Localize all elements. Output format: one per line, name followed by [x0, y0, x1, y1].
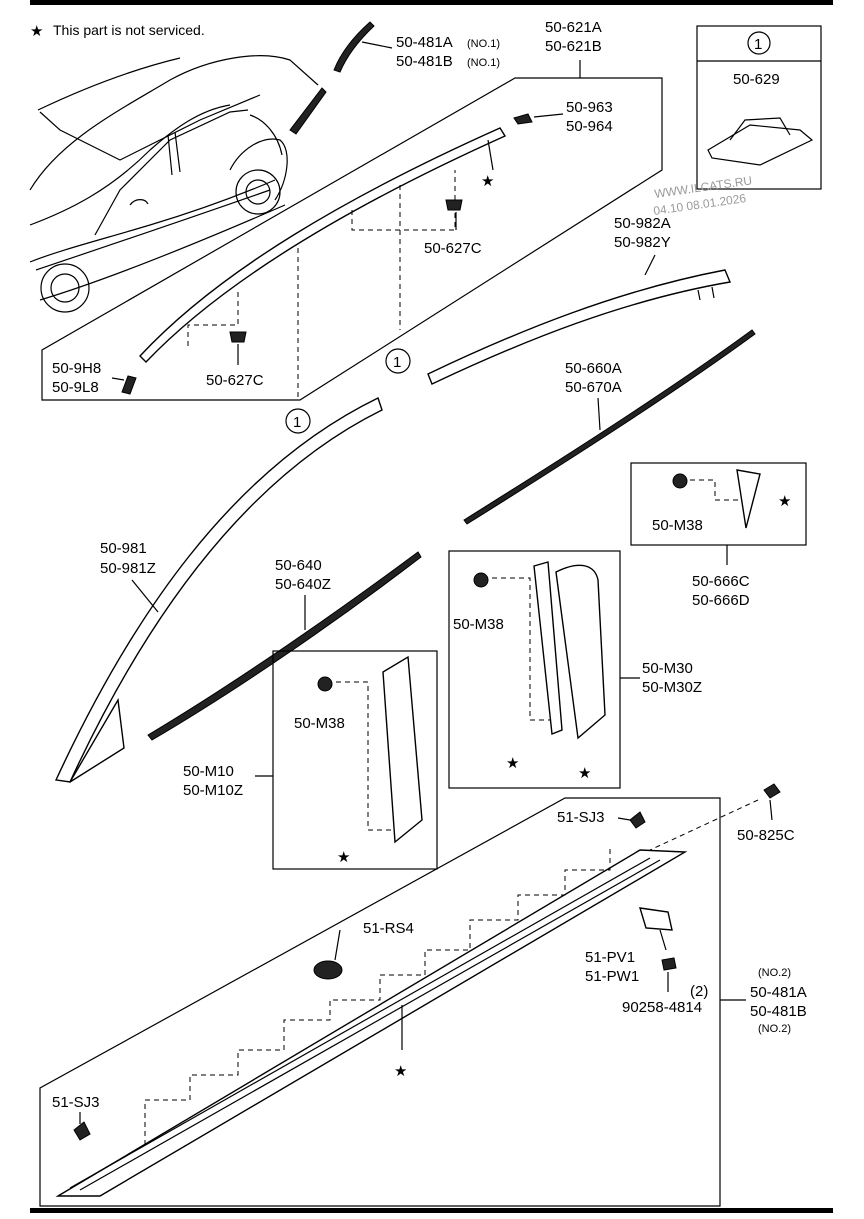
- pillar-strip-m30: [533, 561, 563, 735]
- label-50-621B: 50-621B: [545, 38, 602, 55]
- clip-m38-m10: [317, 676, 333, 692]
- star-666: ★: [778, 493, 791, 510]
- box-m30: [448, 550, 621, 789]
- molding-982: [427, 269, 731, 385]
- label-no1-b: (NO.1): [467, 57, 500, 69]
- grommet-rs4: [313, 960, 343, 980]
- star-m30-b: ★: [578, 765, 591, 782]
- clip-m38-m30: [473, 572, 489, 588]
- roof-molding-621: [139, 127, 507, 364]
- molding-640: [147, 551, 422, 741]
- pillar-garnish-m30: [555, 564, 606, 740]
- clip-m38-666: [672, 473, 688, 489]
- garnish-666: [736, 469, 761, 529]
- label-50-981: 50-981: [100, 540, 147, 557]
- label-50-M10: 50-M10: [183, 763, 234, 780]
- label-qty-2: (2): [690, 983, 708, 1000]
- box-666: [630, 462, 807, 546]
- label-no2-top: (NO.2): [758, 967, 791, 979]
- pillar-garnish-m10: [382, 655, 423, 844]
- legend-clip-drawing: [707, 124, 814, 166]
- label-50-9L8: 50-9L8: [52, 379, 99, 396]
- legend-circle-number: 1: [754, 36, 762, 53]
- clip-sj3-left: [73, 1121, 91, 1141]
- star-m30-a: ★: [506, 755, 519, 772]
- callout-1-b-text: 1: [293, 414, 301, 431]
- rocker-molding: [55, 849, 688, 1197]
- label-50-M30: 50-M30: [642, 660, 693, 677]
- clip-963: [513, 113, 533, 125]
- top-border: [30, 0, 833, 5]
- label-50-481B: 50-481B: [396, 53, 453, 70]
- label-no1-a: (NO.1): [467, 38, 500, 50]
- label-50-825C: 50-825C: [737, 827, 795, 844]
- star-rocker: ★: [394, 1063, 407, 1080]
- pillar-molding-981: [54, 397, 383, 783]
- label-50-627C-lower: 50-627C: [206, 372, 264, 389]
- label-51-PV1: 51-PV1: [585, 949, 635, 966]
- note-text: This part is not serviced.: [53, 22, 205, 38]
- legend-circle: [747, 31, 771, 55]
- legend-part-50-629: 50-629: [733, 71, 780, 88]
- label-no2-bottom: (NO.2): [758, 1023, 791, 1035]
- pillar-triangle: [69, 697, 125, 783]
- star-621: ★: [481, 173, 494, 190]
- label-50-621A: 50-621A: [545, 19, 602, 36]
- label-50-981Z: 50-981Z: [100, 560, 156, 577]
- callout-1-b: [285, 408, 311, 434]
- callout-1-a-text: 1: [393, 354, 401, 371]
- leader-481: [361, 41, 393, 49]
- star-m10: ★: [337, 849, 350, 866]
- frame-rocker: [39, 797, 721, 1207]
- bracket-pv1: [639, 907, 673, 931]
- label-50-M38-m30: 50-M38: [453, 616, 504, 633]
- label-50-666D: 50-666D: [692, 592, 750, 609]
- frame-621: [41, 77, 663, 401]
- label-50-481B-no2: 50-481B: [750, 1003, 807, 1020]
- car-illustration: [29, 55, 327, 313]
- callout-1-a: [385, 348, 411, 374]
- label-50-964: 50-964: [566, 118, 613, 135]
- label-50-670A: 50-670A: [565, 379, 622, 396]
- label-50-481A: 50-481A: [396, 34, 453, 51]
- clip-825c: [763, 783, 781, 799]
- box-m10: [272, 650, 438, 870]
- label-50-9H8: 50-9H8: [52, 360, 101, 377]
- rocker-clip-guides: [144, 845, 611, 1145]
- label-50-660A: 50-660A: [565, 360, 622, 377]
- label-50-640: 50-640: [275, 557, 322, 574]
- label-50-640Z: 50-640Z: [275, 576, 331, 593]
- label-50-666C: 50-666C: [692, 573, 750, 590]
- label-50-481A-no2: 50-481A: [750, 984, 807, 1001]
- label-51-SJ3-right: 51-SJ3: [557, 809, 605, 826]
- legend-box: [696, 25, 822, 190]
- label-50-M38-m10: 50-M38: [294, 715, 345, 732]
- bottom-border: [30, 1208, 833, 1213]
- note-star: ★: [30, 23, 43, 40]
- label-50-M30Z: 50-M30Z: [642, 679, 702, 696]
- label-50-963: 50-963: [566, 99, 613, 116]
- label-50-627C-upper: 50-627C: [424, 240, 482, 257]
- belt-molding-660: [463, 329, 756, 525]
- label-50-982Y: 50-982Y: [614, 234, 671, 251]
- nut-90258: [661, 957, 677, 971]
- clip-sj3-right: [629, 811, 646, 829]
- end-cap-9h8: [121, 375, 137, 395]
- trim-piece-481-no1: [333, 21, 375, 73]
- label-50-M10Z: 50-M10Z: [183, 782, 243, 799]
- clip-627c-lower: [229, 331, 247, 343]
- label-51-PW1: 51-PW1: [585, 968, 639, 985]
- label-50-982A: 50-982A: [614, 215, 671, 232]
- label-50-M38-666: 50-M38: [652, 517, 703, 534]
- label-51-SJ3-left: 51-SJ3: [52, 1094, 100, 1111]
- label-90258-4814: 90258-4814: [622, 999, 702, 1016]
- label-51-RS4: 51-RS4: [363, 920, 414, 937]
- clip-627c-upper: [445, 199, 463, 211]
